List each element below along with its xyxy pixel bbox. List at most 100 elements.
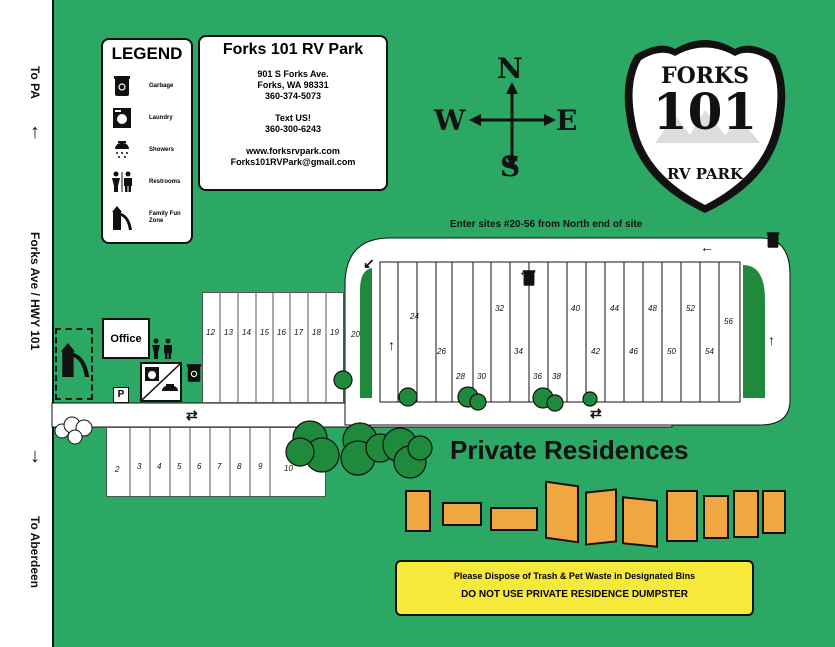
email-link[interactable]: Forks101RVPark@gmail.com [230,157,356,167]
site-number: 8 [237,462,242,471]
website-link[interactable]: www.forksrvpark.com [246,146,340,156]
site-number: 36 [533,372,542,381]
notice-line-2: DO NOT USE PRIVATE RESIDENCE DUMPSTER [461,589,688,600]
legend-item-laundry: Laundry [103,102,191,134]
site-number: 54 [705,347,714,356]
site-number: 28 [456,372,465,381]
compass-w: W [434,104,466,137]
legend-item-garbage: Garbage [103,70,191,102]
house [545,480,579,544]
family-fun-zone[interactable] [55,328,93,400]
arrow-down-icon: ↓ [30,445,40,467]
road-arrow-right-icon: ⇄ [590,405,602,421]
house [666,490,698,542]
legend-label: Showers [149,146,175,153]
front-site-block [106,427,326,497]
site-number: 6 [197,462,202,471]
legend-box: LEGEND Garbage Laundry Showers Restrooms [101,38,193,244]
compass-arrows-icon [469,82,556,168]
address-line-2: Forks, WA 98331 [257,80,329,90]
road-arrow-left-icon: ← [700,239,714,255]
house [703,495,729,539]
restroom-icon [109,169,135,195]
forks-ave-road [0,0,54,647]
house [490,507,538,531]
site-number: 9 [258,462,263,471]
compass-n: N [497,52,523,85]
site-number: 4 [157,462,162,471]
site-number: 32 [495,304,504,313]
site-number: 38 [552,372,561,381]
legend-label: Restrooms [149,178,181,185]
site-number: 46 [629,347,638,356]
site-number: 30 [477,372,486,381]
logo-forks: FORKS [660,63,750,89]
enter-sites-note: Enter sites #20-56 from North end of sit… [450,219,643,230]
phone-number: 360-374-5073 [264,91,322,101]
house [585,488,617,546]
site-number: 14 [242,328,251,337]
logo-rv-park: RV PARK [666,165,744,183]
site-number: 10 [284,464,293,473]
legend-title: LEGEND [111,44,183,63]
compass-s: S [500,150,521,183]
notice-line-1: Please Dispose of Trash & Pet Waste in D… [453,571,696,581]
site-number: 5 [177,462,182,471]
legend-item-showers: Showers [103,134,191,166]
logo-101: 101 [652,82,758,141]
site-number: 13 [224,328,233,337]
site-number: 12 [206,328,215,337]
legend-item-family-fun-zone: Family Fun Zone [103,198,191,238]
road-arrow-curve-icon: ↙ [363,255,375,271]
road-arrow-up-icon: ↑ [388,337,395,353]
text-phone: 360-300-6243 [264,124,322,134]
shower-icon [109,137,135,163]
house [762,490,786,534]
site-number: 42 [591,347,600,356]
site-number: 40 [571,304,580,313]
playground-slide-icon [109,205,135,231]
house [622,496,658,548]
washer-icon [109,105,135,131]
site-number: 17 [294,328,303,337]
office-building[interactable]: Office [102,318,150,359]
site-number: 20 [351,330,360,339]
site-number: 18 [312,328,321,337]
site-number: 56 [724,317,733,326]
legend-item-restrooms: Restrooms [103,166,191,198]
arrow-up-icon: ↑ [30,121,40,143]
playground-slide-icon [60,343,90,377]
site-number: 26 [437,347,446,356]
legend-label: Family Fun Zone [149,211,181,224]
house [405,490,431,532]
site-number: 15 [260,328,269,337]
legend-label: Laundry [149,114,173,121]
site-number: 19 [330,328,339,337]
compass-e: E [556,104,578,137]
site-number: 16 [277,328,286,337]
site-number: 24 [410,312,419,321]
road-arrow-up-icon: ↑ [768,332,775,348]
private-residences-label: Private Residences [450,435,689,465]
trash-notice: Please Dispose of Trash & Pet Waste in D… [395,560,754,616]
office-label: Office [110,332,142,345]
site-number: 3 [137,462,142,471]
site-number: 7 [217,462,222,471]
laundry-shower-building [140,362,182,402]
site-number: 2 [115,465,120,474]
house [733,490,759,538]
forks-101-logo: FORKS 101 RV PARK [615,35,795,215]
address-line-1: 901 S Forks Ave. [257,69,329,79]
legend-label: Garbage [149,82,174,89]
park-name: Forks 101 RV Park [222,41,364,58]
road-arrow-right-icon: ⇄ [186,407,198,423]
house [442,502,482,526]
site-number: 52 [686,304,695,313]
restroom-icon [150,338,174,365]
park-info-box: Forks 101 RV Park 901 S Forks Ave. Forks… [198,35,388,191]
